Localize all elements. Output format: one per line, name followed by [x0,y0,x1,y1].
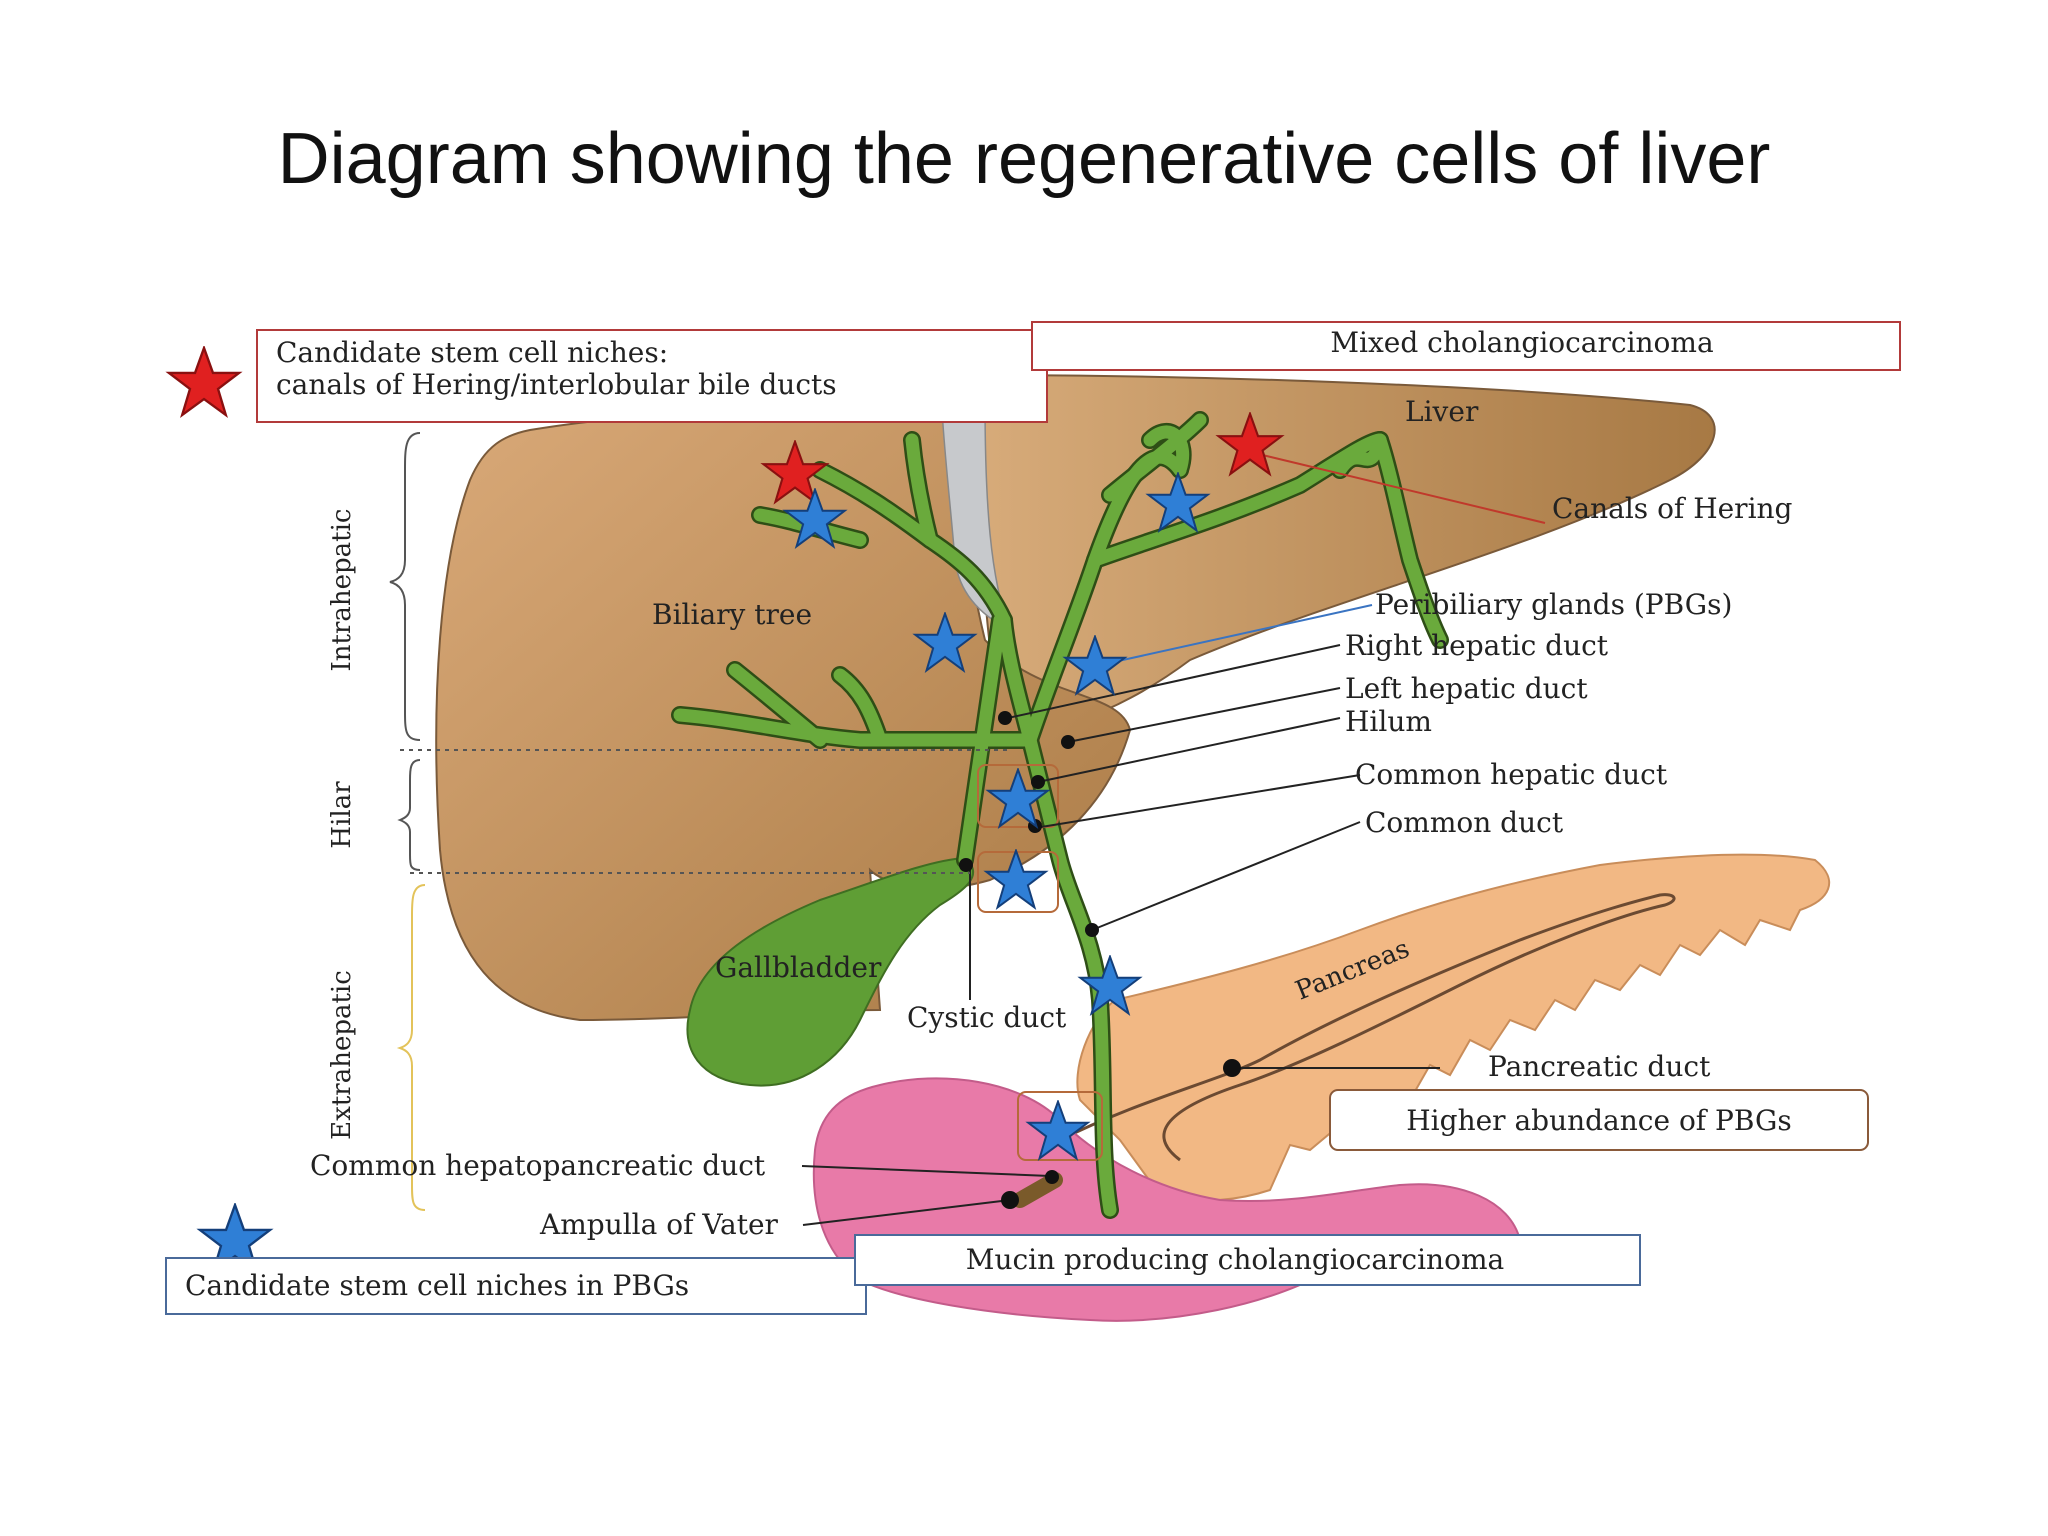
pancreatic-duct [1059,893,1676,1162]
legend-red-star-icon [166,346,242,417]
extrahepatic-bracket [396,884,426,1211]
common-hepatic-duct-label: Common hepatic duct [1355,758,1668,791]
biliary-tree-label: Biliary tree [652,598,812,631]
left-hepatic-duct-label: Left hepatic duct [1345,672,1588,705]
region-hilar: Hilar [327,781,357,849]
hilum-label: Hilum [1345,705,1432,738]
cystic-duct-label: Cystic duct [907,1001,1067,1034]
mucin-box [854,1234,1641,1286]
higher-pbg-box [1329,1089,1869,1151]
legend-blue-star-text: Candidate stem cell niches in PBGs [185,1269,689,1302]
mixed-cholangiocarcinoma-label: Mixed cholangiocarcinoma [1330,326,1713,359]
right-hepatic-duct-label: Right hepatic duct [1345,629,1609,662]
ampulla-of-vater-label: Ampulla of Vater [539,1208,779,1241]
legend-red-star-text-line2: canals of Hering/interlobular bile ducts [276,368,837,401]
region-extrahepatic: Extrahepatic [327,970,357,1140]
ampulla-bracket-box [1017,1091,1103,1161]
hilum-lower-bracket-box [977,851,1059,913]
hilum-bracket-box [977,764,1059,828]
mucin-label: Mucin producing cholangiocarcinoma [966,1243,1504,1276]
gallbladder-shape [686,856,974,1087]
mixed-cholangiocarcinoma-box [1031,321,1901,371]
biliary-tree-ducts [671,411,1449,1219]
common-hepatopancreatic-duct-label: Common hepatopancreatic duct [310,1149,766,1182]
leader-lines [801,644,1440,1226]
canals-of-hering-label: Canals of Hering [1552,492,1793,525]
pbg-leader [1099,604,1373,666]
legend-red-star-box [256,329,1048,423]
region-intrahepatic: Intrahepatic [327,509,357,672]
gallbladder-label: Gallbladder [715,951,882,984]
higher-pbg-label: Higher abundance of PBGs [1406,1104,1791,1137]
pancreatic-duct-label: Pancreatic duct [1488,1050,1711,1083]
slide-title: Diagram showing the regenerative cells o… [277,119,1771,199]
pbg-label: Peribiliary glands (PBGs) [1375,588,1732,621]
legend-red-star-text: Candidate stem cell niches: [276,336,668,369]
canals-of-hering-leader [1249,451,1546,524]
intrahepatic-bracket [389,432,421,741]
common-duct-label: Common duct [1365,806,1564,839]
hilar-bracket [397,759,421,871]
liver-label: Liver [1405,395,1479,428]
